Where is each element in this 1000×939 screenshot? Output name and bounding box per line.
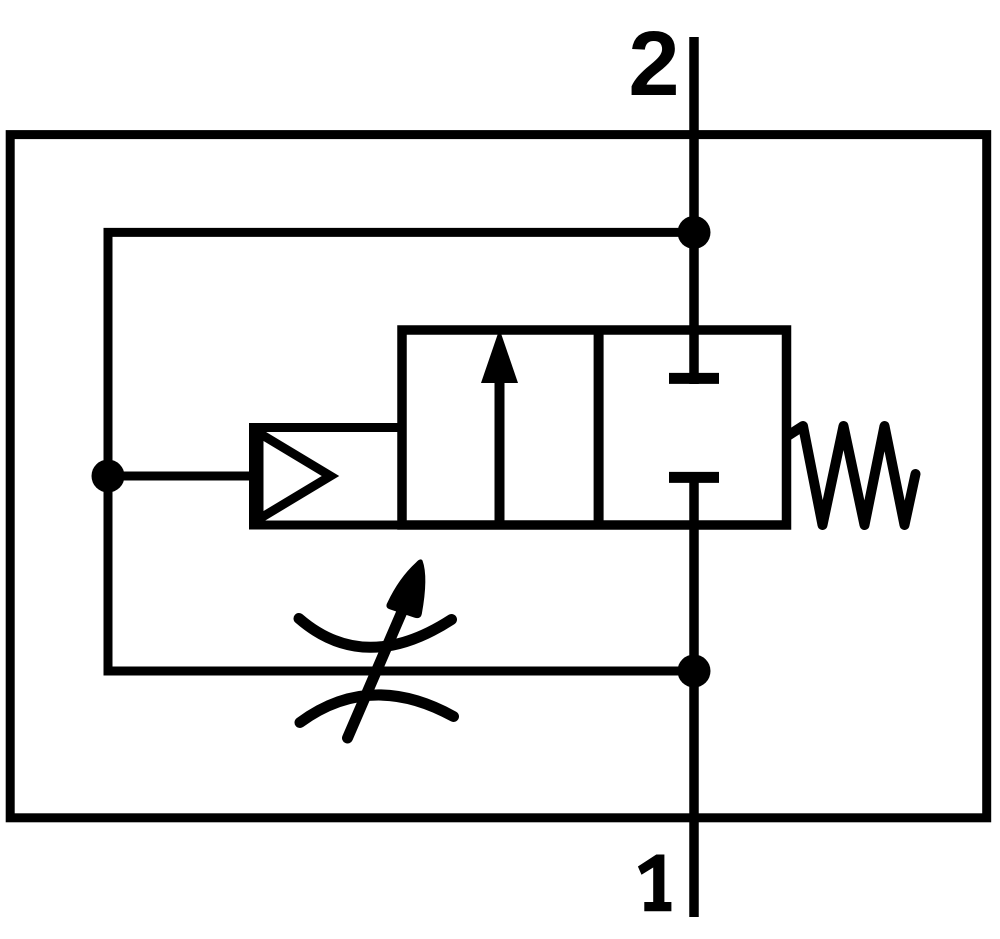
svg-text:2: 2 <box>628 13 679 115</box>
